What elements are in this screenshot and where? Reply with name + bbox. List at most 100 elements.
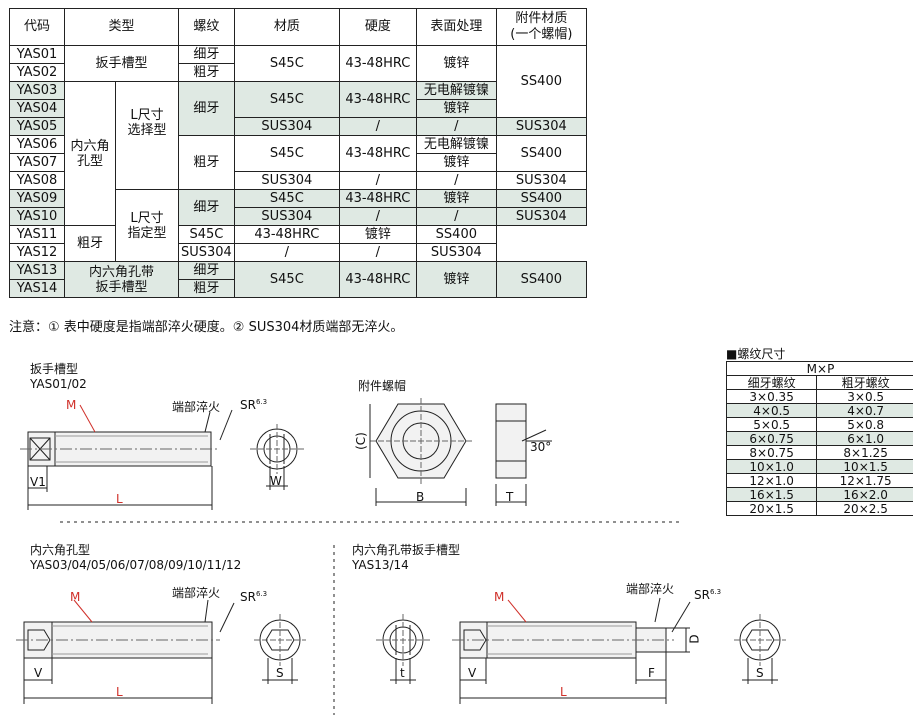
- accessory-cell: SS400: [495, 261, 587, 298]
- material-cell: SUS304: [233, 171, 340, 190]
- label-angle: 30°: [530, 440, 552, 454]
- surface-cell: 镀锌: [415, 45, 497, 82]
- label-sr: SR6.3: [694, 588, 721, 602]
- label-quench: 端部淬火: [172, 400, 221, 414]
- thread-coarse-cell: 16×2.0: [816, 487, 913, 502]
- thread-cell: 粗牙: [178, 279, 235, 298]
- thread-fine-cell: 16×1.5: [725, 487, 818, 502]
- sr-text: SR: [694, 588, 710, 602]
- hardness-cell: 43-48HRC: [338, 45, 417, 82]
- label-v: V: [468, 666, 477, 680]
- header-code: 代码: [9, 8, 65, 46]
- surface-cell: 镀锌: [415, 261, 497, 298]
- type-cell: 内六角 孔型: [64, 81, 116, 226]
- material-cell: S45C: [233, 81, 340, 118]
- label-v: V: [34, 666, 43, 680]
- nut-drawing: [369, 398, 552, 506]
- code-cell: YAS04: [9, 99, 65, 118]
- wrench-screw-drawing: [20, 404, 304, 510]
- accessory-cell: SUS304: [495, 117, 587, 136]
- label-w: W: [270, 474, 282, 488]
- hexw-subtitle: YAS13/14: [352, 558, 409, 572]
- thread-fine-cell: 5×0.5: [725, 417, 818, 432]
- surface-cell: 镀锌: [338, 225, 417, 244]
- thread-table-title: ■螺纹尺寸: [726, 347, 786, 361]
- label-t: t: [400, 666, 405, 680]
- wrench-subtitle: YAS01/02: [30, 377, 87, 391]
- thread-coarse-cell: 8×1.25: [816, 445, 913, 460]
- thread-coarse-cell: 20×2.5: [816, 501, 913, 516]
- label-v1: V1: [30, 475, 46, 489]
- code-cell: YAS10: [9, 207, 65, 226]
- label-quench: 端部淬火: [626, 582, 675, 596]
- label-m: M: [66, 398, 77, 412]
- material-cell: S45C: [233, 261, 340, 298]
- surface-cell: 镀锌: [415, 99, 497, 118]
- sr-roughness: 6.3: [255, 398, 268, 406]
- wrench-title: 扳手槽型: [30, 362, 79, 376]
- thread-cell: 细牙: [178, 81, 235, 136]
- sr-roughness: 6.3: [255, 590, 268, 598]
- header-accessory: 附件材质 (一个螺帽): [495, 8, 587, 46]
- code-cell: YAS05: [9, 117, 65, 136]
- note-text: 注意：① 表中硬度是指端部淬火硬度。② SUS304材质端部无淬火。: [9, 320, 404, 335]
- accessory-cell: SUS304: [495, 207, 587, 226]
- hardness-cell: /: [338, 117, 417, 136]
- label-sr: SR6.3: [240, 590, 267, 604]
- label-s: S: [756, 666, 764, 680]
- type-cell: 内六角孔带 扳手槽型: [64, 261, 179, 298]
- hex-screw-drawing: [16, 599, 306, 704]
- thread-coarse-cell: 10×1.5: [816, 459, 913, 474]
- code-cell: YAS14: [9, 279, 65, 298]
- accessory-cell: SS400: [495, 189, 587, 208]
- header-material: 材质: [233, 8, 340, 46]
- label-sr: SR6.3: [240, 398, 267, 412]
- header-type: 类型: [64, 8, 179, 46]
- type-cell: L尺寸 指定型: [115, 189, 179, 262]
- hardness-cell: 43-48HRC: [338, 261, 417, 298]
- hardness-cell: 43-48HRC: [338, 135, 417, 172]
- hex-title: 内六角孔型: [30, 543, 91, 557]
- hexw-title: 内六角孔带扳手槽型: [352, 543, 461, 557]
- code-cell: YAS01: [9, 45, 65, 64]
- label-l: L: [560, 685, 567, 699]
- material-cell: SUS304: [233, 207, 340, 226]
- thread-cell: 粗牙: [178, 135, 235, 190]
- thread-cell: 粗牙: [178, 63, 235, 82]
- label-l: L: [116, 492, 123, 506]
- sr-text: SR: [240, 590, 256, 604]
- material-cell: S45C: [233, 135, 340, 172]
- label-quench: 端部淬火: [172, 586, 221, 600]
- hex-subtitle: YAS03/04/05/06/07/08/09/10/11/12: [30, 558, 242, 572]
- accessory-cell: SUS304: [495, 171, 587, 190]
- label-d: D: [687, 634, 702, 644]
- label-f: F: [648, 666, 655, 680]
- sr-text: SR: [240, 398, 256, 412]
- surface-cell: /: [415, 207, 497, 226]
- code-cell: YAS09: [9, 189, 65, 208]
- material-cell: SUS304: [233, 117, 340, 136]
- thread-fine-cell: 20×1.5: [725, 501, 818, 516]
- label-s: S: [276, 666, 284, 680]
- accessory-cell: SS400: [495, 135, 587, 172]
- accessory-cell: SS400: [495, 45, 587, 118]
- surface-cell: 无电解镀镍: [415, 135, 497, 154]
- thread-col-fine: 细牙螺纹: [725, 375, 818, 390]
- type-cell: 扳手槽型: [64, 45, 179, 82]
- material-cell: SUS304: [178, 243, 235, 262]
- thread-coarse-cell: 3×0.5: [816, 389, 913, 404]
- material-cell: S45C: [233, 189, 340, 208]
- spec-table: 代码 类型 螺纹 材质 硬度 表面处理 附件材质 (一个螺帽) YAS01 扳手…: [9, 8, 587, 298]
- sr-roughness: 6.3: [709, 588, 722, 596]
- hexw-screw-drawing: [376, 597, 786, 704]
- label-m: M: [70, 590, 81, 604]
- thread-cell: 细牙: [178, 45, 235, 64]
